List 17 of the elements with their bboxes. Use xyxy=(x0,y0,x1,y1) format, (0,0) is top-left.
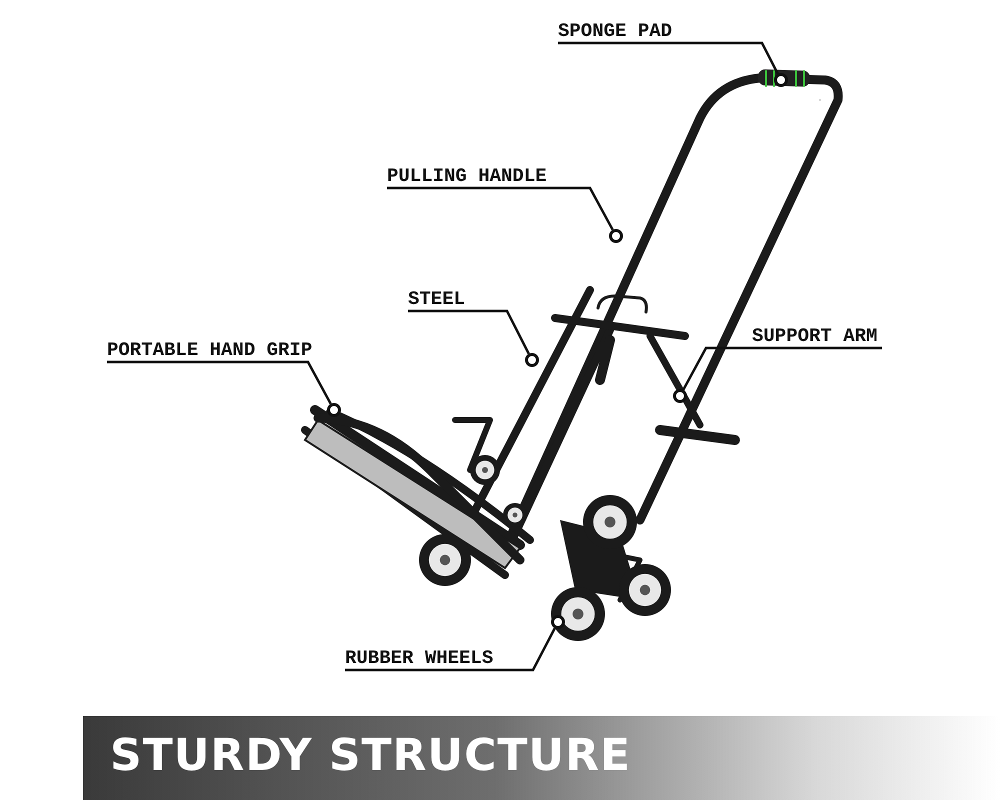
leader-line xyxy=(558,42,779,74)
title: STURDY STRUCTURE xyxy=(110,730,632,781)
leader-line xyxy=(107,360,332,404)
callout-dot xyxy=(327,403,341,417)
leader-line xyxy=(408,310,530,354)
callout-label: RUBBER WHEELS xyxy=(345,646,494,670)
leader-line xyxy=(682,346,882,390)
callout-dot xyxy=(673,389,687,403)
callout-dot xyxy=(525,353,539,367)
callout-dot xyxy=(609,229,623,243)
callout-label: SUPPORT ARM xyxy=(752,324,878,348)
leader-line xyxy=(387,186,614,230)
leader-line xyxy=(345,628,556,672)
callout-label: STEEL xyxy=(408,287,466,311)
callout-label: PORTABLE HAND GRIP xyxy=(107,338,312,362)
callout-label: SPONGE PAD xyxy=(558,19,672,43)
callout-label: PULLING HANDLE xyxy=(387,164,547,188)
